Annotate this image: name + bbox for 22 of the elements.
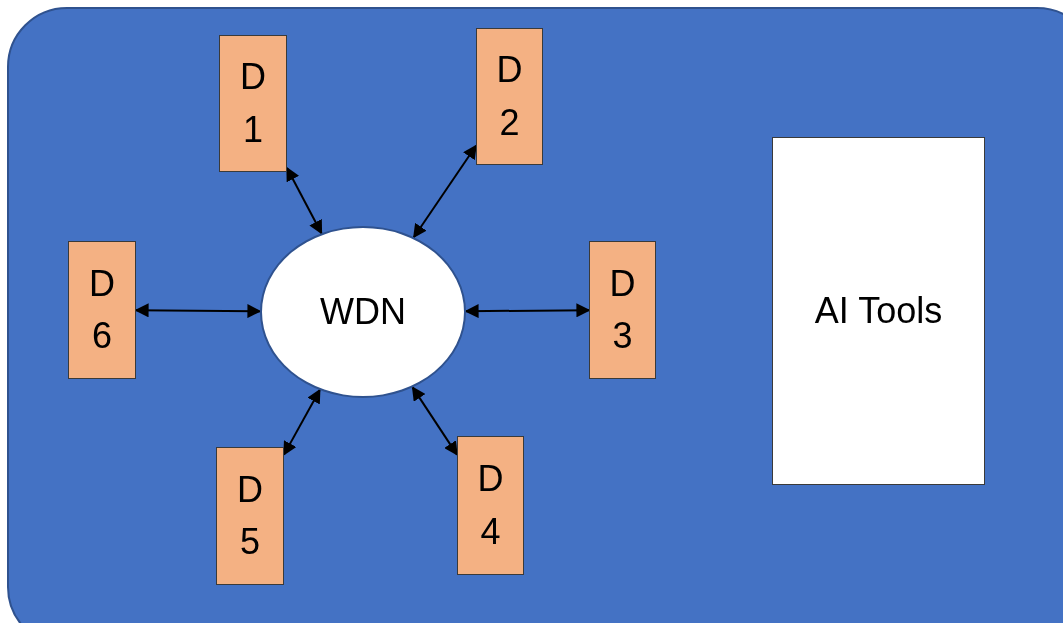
double-arrow <box>412 144 477 239</box>
node-label: AI Tools <box>814 288 943 333</box>
tool-box <box>772 137 985 485</box>
double-arrow <box>286 166 323 235</box>
double-arrow <box>464 303 591 319</box>
node-label: WDN <box>320 289 406 334</box>
node-label: D 6 <box>88 261 116 358</box>
double-arrow <box>411 386 458 456</box>
node-label: D 1 <box>239 55 267 152</box>
device-box <box>216 447 284 585</box>
device-box <box>219 35 287 172</box>
node-label: D 5 <box>236 467 264 564</box>
node-label: D 2 <box>495 48 524 145</box>
node-label: D 4 <box>476 457 505 554</box>
background-panel <box>7 7 1063 623</box>
double-arrow <box>283 388 321 456</box>
double-arrow <box>134 303 262 319</box>
device-box <box>68 241 136 379</box>
device-box <box>457 436 524 575</box>
device-box <box>476 28 543 165</box>
device-box <box>589 241 656 379</box>
node-label: D 3 <box>608 261 637 358</box>
